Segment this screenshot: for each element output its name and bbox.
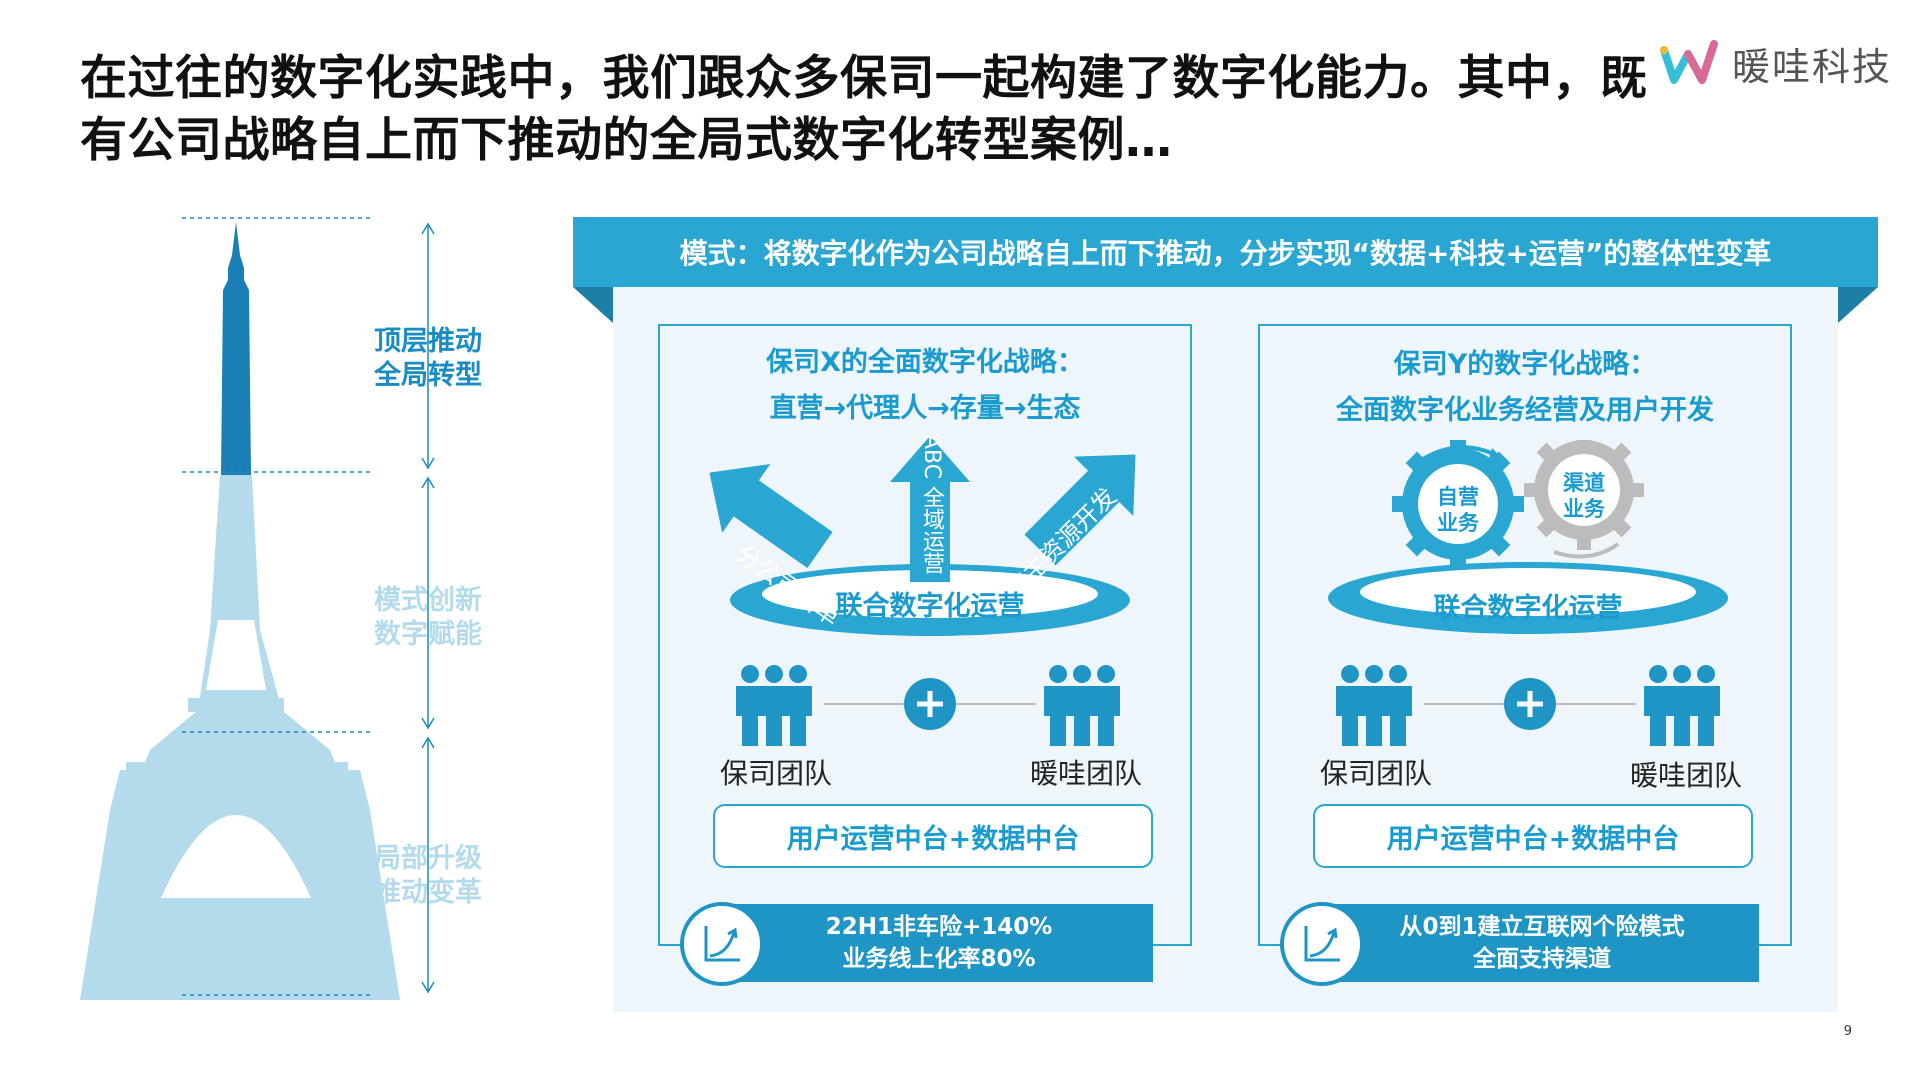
tower-level-top: 顶层推动 全局转型 (348, 325, 508, 393)
left-teams-diagram (736, 665, 1120, 746)
arrow-branch-office (709, 463, 833, 569)
mode-banner: 模式：将数字化作为公司战略自上而下推动，分步实现“数据+科技+运营”的整体性变革 (573, 217, 1878, 287)
tower-platform-2 (126, 762, 348, 776)
tower-level-top-line1: 顶层推动 (374, 326, 482, 357)
page-title: 在过往的数字化实践中，我们跟众多保司一起构建了数字化能力。其中，既 有公司战略自… (80, 48, 1680, 172)
tower-level-bottom-line1: 局部升级 (374, 843, 482, 874)
left-stat-line-1: 22H1非车险+140% (825, 914, 1053, 940)
arrow-owner-resources (1024, 454, 1136, 566)
platform-ellipse-inner (762, 570, 1098, 618)
gear-icon-self-operated (1392, 440, 1524, 570)
page-number: 9 (1843, 1024, 1852, 1039)
left-team-nuanwa: 暖哇团队 (1029, 757, 1142, 790)
gear-b-line1: 渠道 (1563, 471, 1605, 495)
logo-text: 暖哇科技 (1731, 44, 1892, 89)
right-card-title-2: 全面数字化业务经营及用户开发 (1336, 395, 1714, 426)
tower-top (221, 222, 251, 475)
gear-label-self-operated: 自营 业务 (1418, 484, 1498, 536)
gear-b-line2: 业务 (1563, 497, 1605, 521)
people-icon (736, 665, 812, 746)
tower-lower-body (80, 475, 400, 1000)
people-icon (1336, 665, 1412, 746)
left-card-title-2: 直营→代理人→存量→生态 (769, 393, 1081, 424)
tower-level-middle: 模式创新 数字赋能 (348, 584, 508, 652)
tower-platform-1 (188, 698, 284, 712)
left-arrows-diagram (709, 436, 1136, 636)
right-platform-label: 联合数字化运营 (1433, 593, 1623, 624)
tower-level-bottom-line2: 推动变革 (374, 877, 482, 908)
left-stat-line-2: 业务线上化率80% (842, 946, 1036, 972)
gear-label-channel: 渠道 业务 (1544, 470, 1624, 522)
tower-window (206, 620, 266, 690)
platform-ellipse-inner (1360, 568, 1696, 616)
wa-logo-icon (1659, 40, 1718, 84)
left-team-insurer: 保司团队 (719, 757, 832, 790)
left-card-title-1: 保司X的全面数字化战略： (766, 347, 1084, 378)
right-teams-diagram (1336, 665, 1720, 746)
arrow-label-abc: ABC 全域运营 (919, 434, 944, 575)
tower-level-top-line2: 全局转型 (374, 360, 482, 391)
people-icon (1644, 665, 1720, 746)
right-stat-line-2: 全面支持渠道 (1473, 946, 1611, 972)
tower-lower-arch (160, 815, 312, 900)
right-stat-line-1: 从0到1建立互联网个险模式 (1399, 914, 1685, 940)
gear-a-line2: 业务 (1437, 511, 1479, 535)
banner-fold-left (573, 287, 613, 323)
right-platform-pill: 用户运营中台+数据中台 (1313, 804, 1753, 868)
people-icon (1044, 665, 1120, 746)
brand-logo: 暖哇科技 (1658, 28, 1892, 98)
banner-fold-right (1838, 287, 1878, 323)
title-line-1: 在过往的数字化实践中，我们跟众多保司一起构建了数字化能力。其中，既 (80, 51, 1648, 106)
right-stat-box: 从0到1建立互联网个险模式 全面支持渠道 (1325, 904, 1759, 982)
growth-chart-icon (1280, 902, 1364, 986)
tower-platform-3 (110, 898, 362, 914)
tower-level-bottom: 局部升级 推动变革 (348, 842, 508, 910)
gear-a-line1: 自营 (1437, 485, 1479, 509)
right-card-title-1: 保司Y的数字化战略： (1393, 349, 1657, 380)
right-team-insurer: 保司团队 (1319, 757, 1432, 790)
arrow-abc (890, 436, 970, 582)
tower-level-middle-line1: 模式创新 (374, 585, 482, 616)
eiffel-tower-graphic (80, 217, 435, 1000)
tower-level-middle-line2: 数字赋能 (374, 619, 482, 650)
left-stat-box: 22H1非车险+140% 业务线上化率80% (725, 904, 1153, 982)
left-platform-pill: 用户运营中台+数据中台 (713, 804, 1153, 868)
right-gears-diagram (1328, 440, 1728, 634)
left-platform-label: 联合数字化运营 (835, 591, 1025, 622)
strategy-panel (613, 272, 1838, 1012)
growth-chart-icon (680, 902, 764, 986)
title-line-2: 有公司战略自上而下推动的全局式数字化转型案例… (80, 113, 1173, 168)
gear-icon-channel (1524, 440, 1644, 550)
right-team-nuanwa: 暖哇团队 (1629, 759, 1742, 792)
